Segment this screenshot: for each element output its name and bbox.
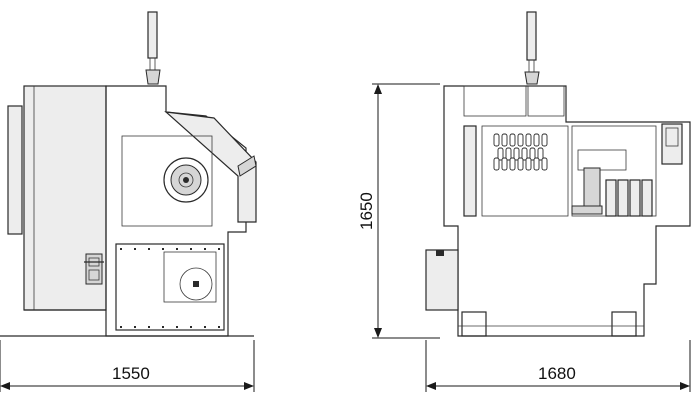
spindle-chuck	[163, 157, 209, 203]
height-dimension: 1650	[357, 83, 440, 339]
machine-feet	[458, 311, 644, 337]
side-depth-label: 1680	[538, 364, 576, 383]
side-body	[443, 85, 691, 337]
air-filter-unit	[84, 253, 104, 285]
tailstock	[605, 179, 653, 217]
side-depth-dimension: 1680	[425, 340, 691, 392]
left-door-panel	[7, 105, 23, 235]
front-view	[0, 11, 257, 337]
control-panel	[661, 123, 683, 165]
signal-tower	[145, 11, 161, 85]
spindle-panel	[121, 135, 213, 227]
cabinet-bolts	[120, 248, 220, 328]
front-width-label: 1550	[112, 364, 150, 383]
turret-slots	[493, 133, 548, 171]
lower-cabinet	[115, 243, 225, 331]
front-body	[105, 85, 247, 337]
height-label: 1650	[357, 192, 376, 230]
front-width-dimension: 1550	[0, 340, 255, 392]
side-signal-tower	[524, 11, 540, 85]
side-view	[425, 11, 691, 337]
turret-housing	[481, 125, 569, 217]
side-door-panel	[463, 125, 477, 217]
chip-conveyor	[425, 249, 459, 311]
